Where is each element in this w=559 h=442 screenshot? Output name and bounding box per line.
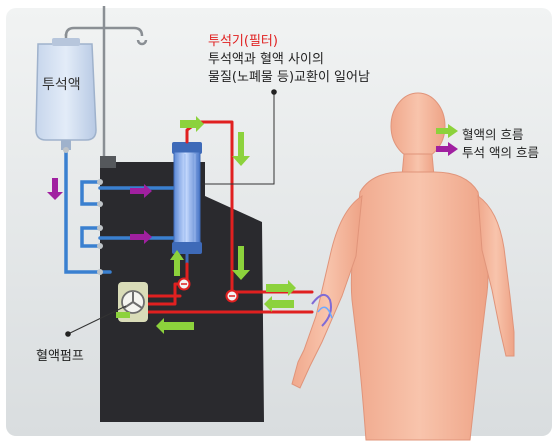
filter-description-line1: 투석액과 혈액 사이의 <box>208 52 324 67</box>
filter-description-line2: 물질(노폐물 등)교환이 일어남 <box>208 70 370 85</box>
blood-flow-arrows <box>116 116 296 334</box>
machine-top-cap <box>100 156 116 168</box>
dialysate-flow-arrows <box>47 178 152 244</box>
filter-leader-line <box>202 89 277 185</box>
dialysate-bag <box>35 38 97 150</box>
legend-dialysate-flow-label: 투석 액의 흐름 <box>462 145 539 160</box>
vascular-access <box>311 293 333 327</box>
filter-title: 투석기(필터) <box>208 34 278 49</box>
dialysate-connectors <box>63 147 103 275</box>
legend <box>436 124 458 156</box>
dialyzer-filter <box>172 142 202 264</box>
green-arrow-icon <box>436 124 458 138</box>
patient-body <box>291 92 515 441</box>
purple-arrow-icon <box>436 142 458 156</box>
blood-pump-label: 혈액펌프 <box>36 349 84 364</box>
legend-blood-flow-label: 혈액의 흐름 <box>462 127 524 142</box>
pump-leader-line <box>65 305 127 337</box>
blood-line-nodes <box>177 277 239 303</box>
dialysate-bag-label: 투석액 <box>42 77 81 93</box>
dialysis-machine <box>100 162 264 422</box>
